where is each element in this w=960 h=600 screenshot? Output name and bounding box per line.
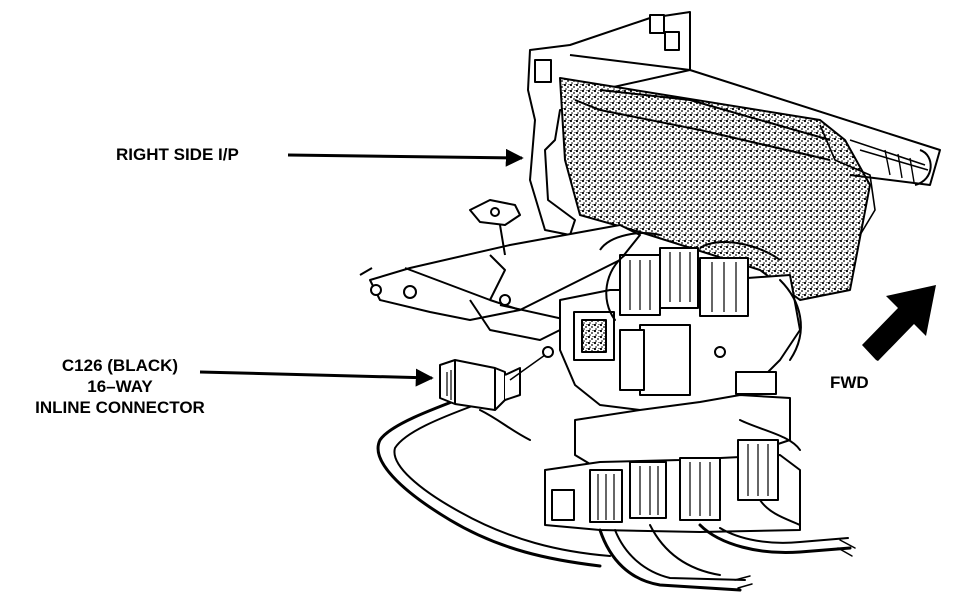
right-side-ip-panel bbox=[527, 11, 941, 301]
forward-arrow-icon bbox=[862, 285, 936, 361]
lower-bracket bbox=[544, 394, 801, 533]
connector-arrow bbox=[199, 368, 434, 387]
wire-harness bbox=[376, 254, 856, 592]
right-side-ip-arrow bbox=[287, 148, 524, 167]
right-side-ip-label: RIGHT SIDE I/P bbox=[116, 145, 239, 164]
connector-label-line3: INLINE CONNECTOR bbox=[35, 398, 205, 417]
junction-block bbox=[542, 232, 801, 427]
c126-connector bbox=[439, 354, 546, 411]
forward-label: FWD bbox=[830, 373, 869, 392]
connector-label-line2: 16–WAY bbox=[87, 377, 153, 396]
connector-label-line1: C126 (BLACK) bbox=[61, 356, 179, 375]
leader-arrows bbox=[199, 148, 524, 387]
c126-connector-label: C126 (BLACK) 16–WAY INLINE CONNECTOR bbox=[0, 355, 240, 418]
